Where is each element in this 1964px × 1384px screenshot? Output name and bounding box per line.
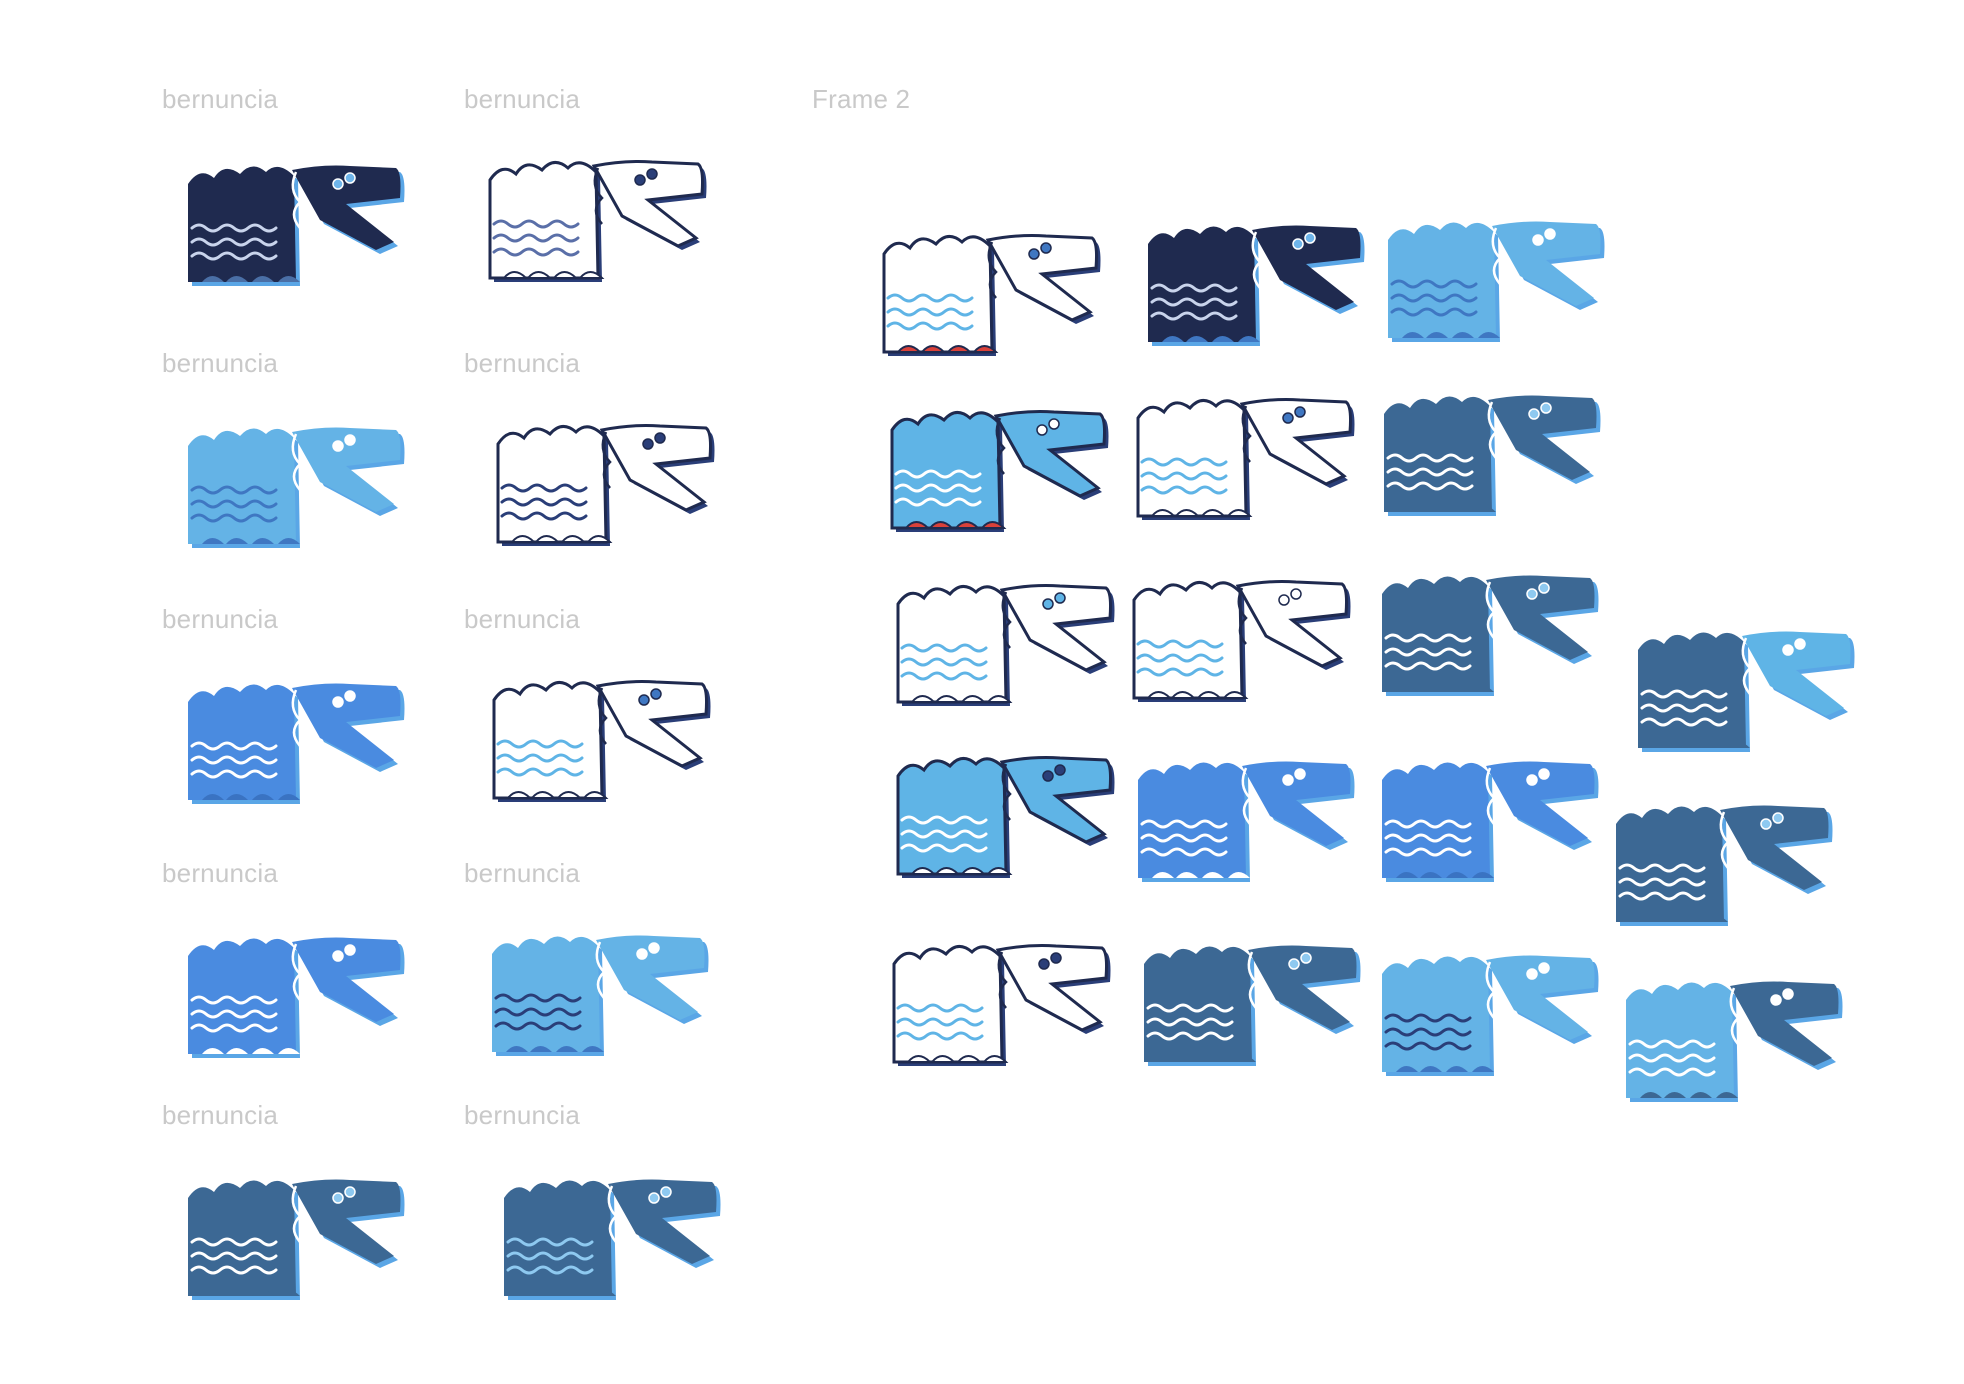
bernuncia-illustration <box>488 160 707 282</box>
bernuncia-illustration <box>1388 221 1605 342</box>
bernuncia-illustration <box>896 584 1115 706</box>
bernuncia-illustration <box>188 165 405 286</box>
frame-label[interactable]: bernuncia <box>464 604 580 634</box>
bernuncia-illustration <box>882 234 1101 356</box>
bernuncia-illustration <box>1616 805 1833 926</box>
bernuncia-illustration <box>492 680 711 802</box>
bernuncia-illustration <box>1382 955 1599 1076</box>
frame-label[interactable]: bernuncia <box>464 348 580 378</box>
bernuncia-illustration <box>1132 580 1351 702</box>
bernuncia-illustration <box>1382 575 1599 696</box>
frame-label[interactable]: bernuncia <box>162 1100 278 1130</box>
frame2-item[interactable] <box>1126 566 1356 736</box>
bernuncia-illustration <box>496 424 715 546</box>
bernuncia-frame[interactable] <box>486 666 716 836</box>
frame-label[interactable]: bernuncia <box>162 348 278 378</box>
frame2-item[interactable] <box>1374 560 1604 730</box>
frame-label[interactable]: bernuncia <box>464 858 580 888</box>
frame2-item[interactable] <box>876 220 1106 390</box>
bernuncia-frame[interactable] <box>180 1164 410 1334</box>
frame2-item[interactable] <box>1376 380 1606 550</box>
bernuncia-illustration <box>1144 945 1361 1066</box>
bernuncia-frame[interactable] <box>484 920 714 1090</box>
frame2-item[interactable] <box>1608 790 1838 960</box>
frame-label[interactable]: bernuncia <box>162 604 278 634</box>
bernuncia-frame[interactable] <box>482 146 712 316</box>
bernuncia-illustration <box>492 935 709 1056</box>
bernuncia-illustration <box>1638 631 1855 752</box>
frame2-item[interactable] <box>1136 930 1366 1100</box>
frame-label[interactable]: bernuncia <box>464 84 580 114</box>
frame2-item[interactable] <box>1130 384 1360 554</box>
frame-label[interactable]: bernuncia <box>464 1100 580 1130</box>
bernuncia-illustration <box>1136 398 1355 520</box>
frame2-item[interactable] <box>1130 746 1360 916</box>
frame2-item[interactable] <box>890 570 1120 740</box>
frame2-item[interactable] <box>1140 210 1370 380</box>
frame2-item[interactable] <box>1630 616 1860 786</box>
bernuncia-illustration <box>1148 225 1365 346</box>
frame2-item[interactable] <box>890 742 1120 912</box>
frame2-item[interactable] <box>1618 966 1848 1136</box>
bernuncia-illustration <box>1382 761 1599 882</box>
bernuncia-illustration <box>188 683 405 804</box>
bernuncia-illustration <box>890 410 1109 532</box>
bernuncia-frame[interactable] <box>180 922 410 1092</box>
bernuncia-frame[interactable] <box>180 668 410 838</box>
frame2-item[interactable] <box>1380 206 1610 376</box>
bernuncia-frame[interactable] <box>496 1164 726 1334</box>
bernuncia-illustration <box>1626 981 1843 1102</box>
bernuncia-illustration <box>892 944 1111 1066</box>
bernuncia-illustration <box>188 1179 405 1300</box>
bernuncia-frame[interactable] <box>490 410 720 580</box>
frame2-item[interactable] <box>886 930 1116 1100</box>
bernuncia-illustration <box>896 756 1115 878</box>
bernuncia-illustration <box>1138 761 1355 882</box>
bernuncia-frame[interactable] <box>180 150 410 320</box>
frame-group-label[interactable]: Frame 2 <box>812 84 911 114</box>
frame-label[interactable]: bernuncia <box>162 84 278 114</box>
bernuncia-illustration <box>188 427 405 548</box>
bernuncia-illustration <box>1384 395 1601 516</box>
frame2-item[interactable] <box>884 396 1114 566</box>
bernuncia-illustration <box>188 937 405 1058</box>
frame2-item[interactable] <box>1374 746 1604 916</box>
bernuncia-frame[interactable] <box>180 412 410 582</box>
frame2-item[interactable] <box>1374 940 1604 1110</box>
bernuncia-illustration <box>504 1179 721 1300</box>
frame-label[interactable]: bernuncia <box>162 858 278 888</box>
